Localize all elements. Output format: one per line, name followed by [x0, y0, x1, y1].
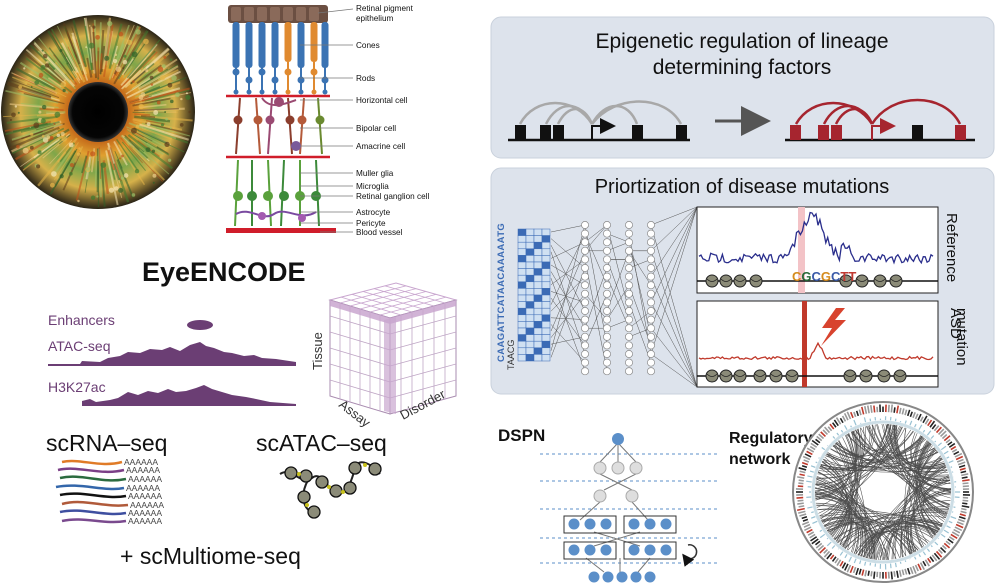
retina-label-muller: Muller glia [356, 169, 394, 178]
retina-label-cones: Cones [356, 41, 380, 50]
asd-signal [698, 341, 934, 361]
gene-before [508, 100, 690, 142]
scrna-reads [55, 459, 129, 524]
polya-5: AAAAAA [128, 491, 162, 501]
reference-signal [698, 211, 934, 265]
polya-1: AAAAAA [124, 457, 158, 467]
panel1-title-line1: Epigenetic regulation of lineage [595, 30, 888, 53]
reference-motif: CGCGCTT [792, 269, 856, 284]
scmultiome-seq-label: + scMultiome-seq [120, 543, 301, 569]
seq-column-1: CAAGATTCATAACAAAAATG [496, 223, 507, 362]
one-hot-sequence: CAAGATTCATAACAAAAATG TAACG [496, 223, 551, 370]
polya-7: AAAAAA [128, 508, 162, 518]
tissue-assay-disorder-cube: Tissue Assay Disorder [310, 282, 458, 430]
retina-label-rods: Rods [356, 74, 375, 83]
cube-label-tissue: Tissue [310, 332, 325, 370]
recurrent-loop-icon [682, 544, 698, 567]
retina-label-rpe-1: Retinal pigment [356, 4, 414, 13]
retina-label-microglia: Microglia [356, 182, 389, 191]
retina-label-astrocyte: Astrocyte [356, 208, 391, 217]
scatac-chromatin [279, 461, 382, 519]
retina-diagram: Retinal pigment epithelium Cones Rods Ho… [226, 4, 429, 237]
retina-label-horizontal: Horizontal cell [356, 96, 408, 105]
eyeencode-title: EyeENCODE [142, 257, 306, 287]
h3k27ac-track [82, 385, 296, 406]
panel-epigenetic-regulation: Epigenetic regulation of lineage determi… [490, 16, 995, 159]
polya-2: AAAAAA [126, 465, 160, 475]
network-title-line1: Regulatory [729, 430, 813, 447]
photoreceptors [232, 22, 329, 95]
dspn-diagram [540, 433, 720, 583]
network-title-line2: network [729, 451, 790, 468]
reference-label: Reference [943, 213, 960, 282]
track-label-h3k27ac: H3K27ac [48, 379, 106, 395]
asd-label-mutation: mutation [953, 308, 970, 366]
polya-6: AAAAAA [130, 500, 164, 510]
polya-4: AAAAAA [126, 483, 160, 493]
ganglion-cells [233, 159, 321, 227]
iris-streaks [3, 17, 193, 208]
regulatory-network-circos [792, 401, 974, 583]
track-label-enhancers: Enhancers [48, 312, 115, 328]
asd-label-line1: ASD [947, 308, 964, 339]
gene-after [785, 98, 975, 142]
polya-8: AAAAAA [128, 516, 162, 526]
nn-nodes [581, 221, 655, 376]
scrna-seq-label: scRNA–seq [46, 430, 167, 456]
retina-label-blood-vessel: Blood vessel [356, 228, 403, 237]
polya-3: AAAAAA [128, 474, 162, 484]
lightning-bolt-icon [821, 308, 846, 346]
dspn-title: DSPN [498, 426, 545, 445]
track-label-atac: ATAC-seq [48, 338, 111, 354]
asd-mutation-track [696, 300, 939, 388]
panel1-title-line2: determining factors [653, 56, 832, 79]
panel2-title: Priortization of disease mutations [595, 176, 890, 198]
scatac-seq-label: scATAC–seq [256, 430, 387, 456]
retina-label-pericyte: Pericyte [356, 219, 386, 228]
panel-disease-mutations: Priortization of disease mutations CAAGA… [490, 167, 995, 395]
one-hot-grid [517, 228, 551, 362]
atac-track [48, 342, 296, 366]
bipolar-cells [233, 97, 325, 155]
enhancer-peak [187, 320, 213, 330]
retina-label-amacrine: Amacrine cell [356, 142, 405, 151]
retina-label-bipolar: Bipolar cell [356, 124, 396, 133]
epigenomic-tracks: Enhancers ATAC-seq H3K27ac [48, 312, 296, 406]
seq-column-2: TAACG [506, 340, 516, 370]
retina-label-rpe-2: epithelium [356, 14, 393, 23]
reference-track: CGCGCTT [696, 206, 939, 294]
iris-image [1, 15, 195, 209]
retina-label-ganglion: Retinal ganglion cell [356, 192, 429, 201]
